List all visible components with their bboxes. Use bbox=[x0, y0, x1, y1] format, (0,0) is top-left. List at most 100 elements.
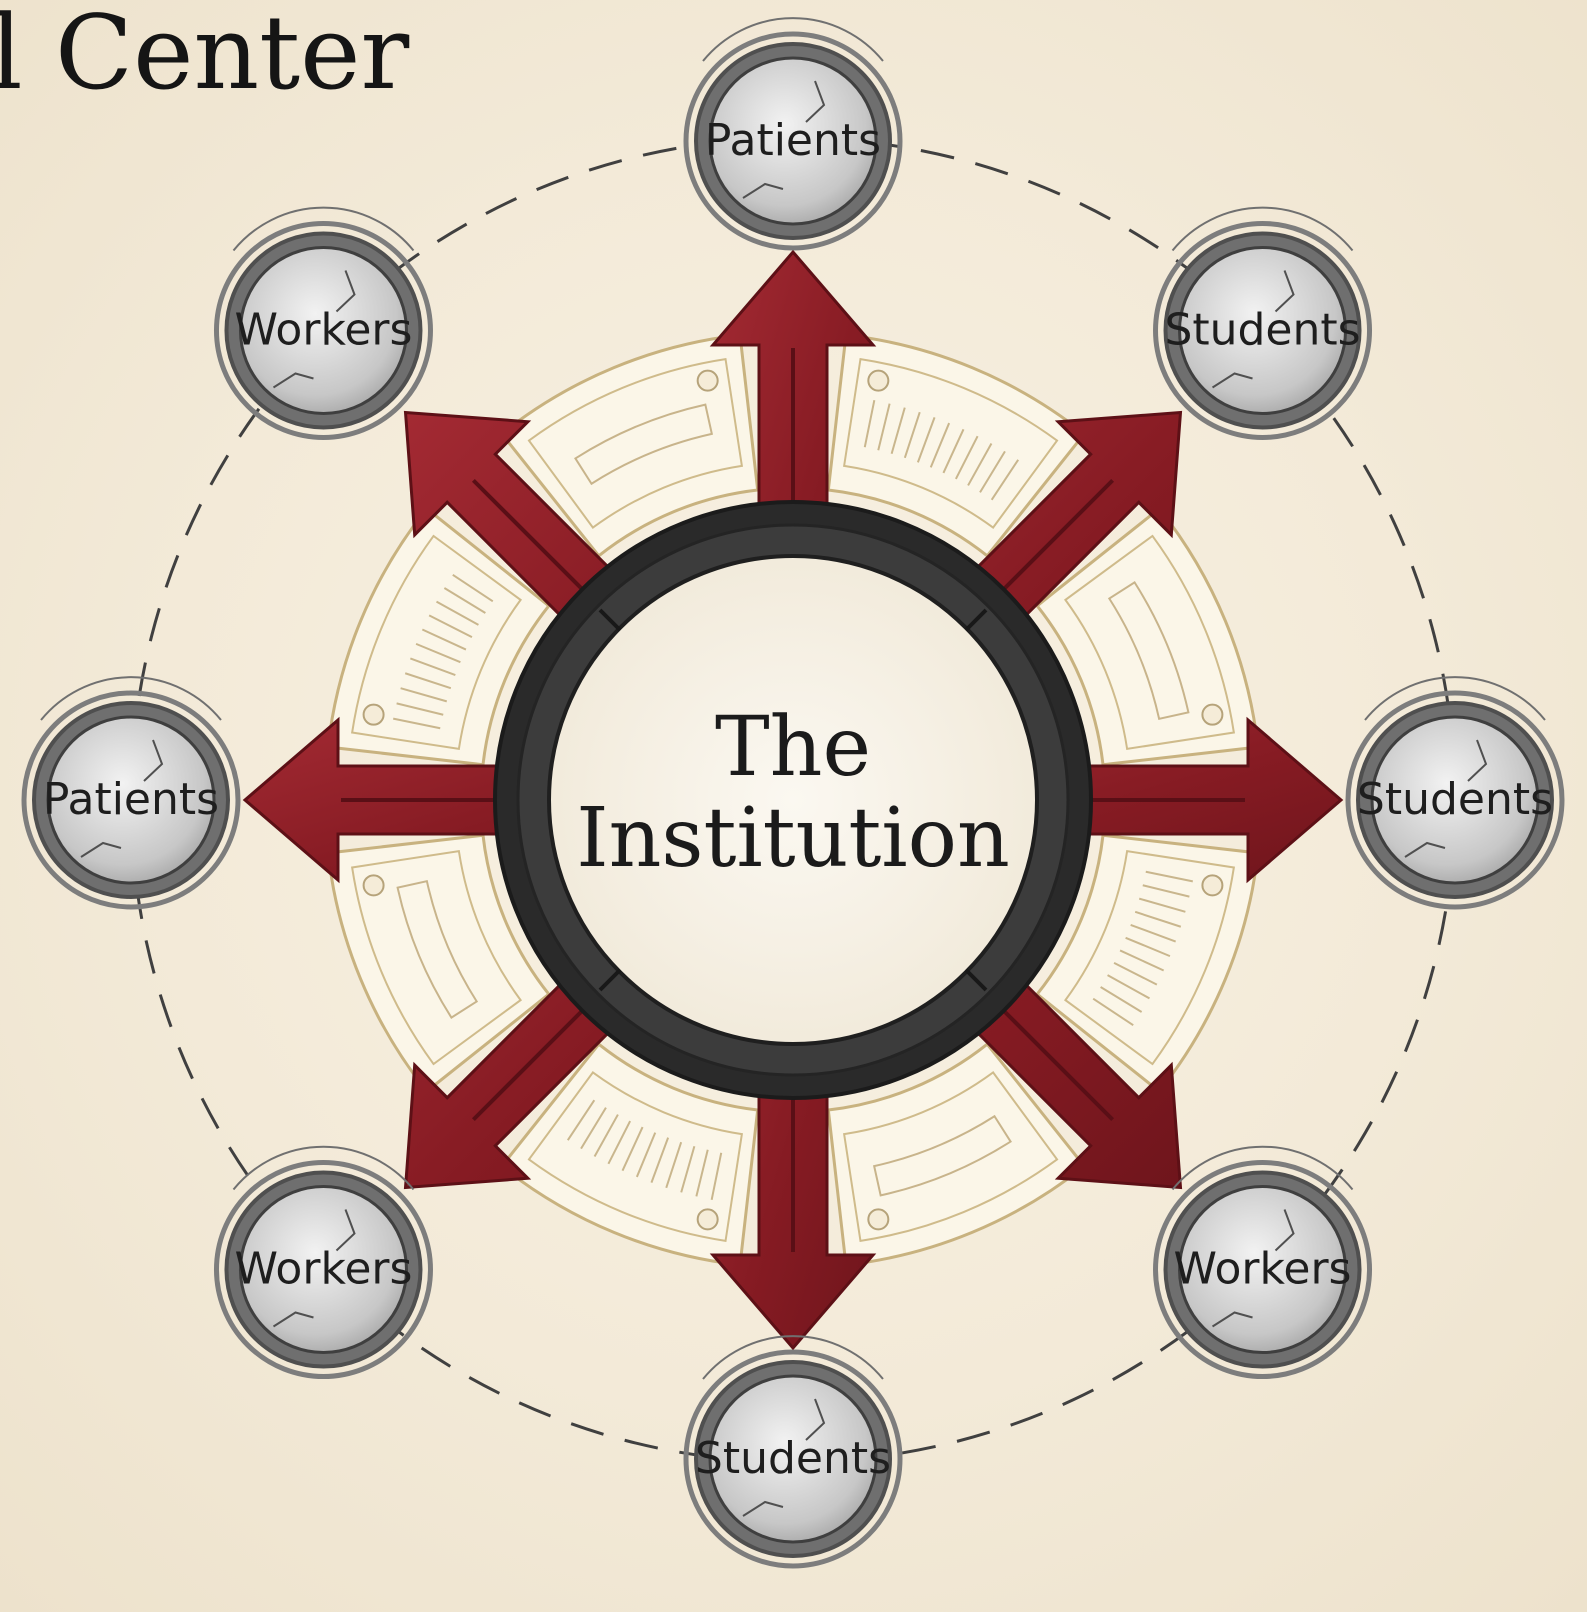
panel-frame-2 bbox=[1107, 581, 1190, 721]
panel-stripe-1-2 bbox=[877, 403, 891, 451]
center-ring-joint-bottom-left bbox=[598, 968, 622, 992]
node-left-label: Patients bbox=[43, 774, 219, 825]
node-right-crack-top bbox=[1467, 739, 1488, 782]
panel-stripe-3-6 bbox=[1125, 936, 1171, 958]
panel-knob-1 bbox=[867, 369, 890, 392]
panel-knob-2 bbox=[1201, 703, 1224, 726]
node-bottom-left-crack-bottom bbox=[272, 1311, 314, 1328]
panel-stripe-3-7 bbox=[1119, 949, 1165, 972]
panel-knob-4 bbox=[867, 1208, 890, 1231]
panel-stripe-3-9 bbox=[1107, 974, 1150, 1000]
panel-stripe-3-2 bbox=[1142, 884, 1190, 898]
panel-stripe-5-10 bbox=[580, 1107, 607, 1150]
node-bottom-left: Workers bbox=[213, 1145, 433, 1380]
node-top-right-halo bbox=[1153, 220, 1373, 440]
node-top-right-core bbox=[1178, 245, 1348, 415]
node-right-halo bbox=[1345, 690, 1565, 910]
node-left-core bbox=[46, 715, 216, 885]
panel-stripe-1-7 bbox=[942, 428, 965, 474]
node-bottom-crack-top bbox=[805, 1398, 826, 1441]
panel-stripe-3-8 bbox=[1113, 961, 1158, 986]
panel-stripe-7-3 bbox=[400, 687, 448, 703]
panel-knob-7 bbox=[362, 703, 385, 726]
panel-stripe-1-9 bbox=[967, 443, 993, 486]
panel-stripe-5-2 bbox=[695, 1149, 709, 1197]
node-right-label: Students bbox=[1357, 774, 1553, 825]
node-bottom-right-label: Workers bbox=[1174, 1244, 1352, 1295]
node-bottom: Students bbox=[683, 1335, 903, 1569]
panel-frame-8 bbox=[574, 403, 714, 486]
node-bottom-left-crack-top bbox=[335, 1209, 356, 1252]
node-top-crack-bottom bbox=[742, 182, 784, 199]
panel-stripe-5-4 bbox=[665, 1141, 683, 1189]
panel-stripe-5-6 bbox=[635, 1132, 657, 1178]
panel-stripe-1-3 bbox=[890, 407, 906, 455]
node-bottom-left-label: Workers bbox=[235, 1244, 413, 1295]
panel-stripe-7-1 bbox=[392, 717, 441, 730]
node-bottom-orbit-arc bbox=[702, 1335, 884, 1380]
node-left: Patients bbox=[21, 676, 241, 910]
node-bottom-left-halo bbox=[213, 1160, 433, 1380]
node-top-right-crack-bottom bbox=[1211, 372, 1253, 389]
panel-stripe-3-10 bbox=[1100, 986, 1143, 1013]
node-top-core bbox=[708, 56, 878, 226]
node-right-crack-bottom bbox=[1404, 841, 1446, 858]
node-left-crack-bottom bbox=[80, 841, 122, 858]
panel-inner-border-3 bbox=[1064, 849, 1236, 1066]
node-bottom-label: Students bbox=[695, 1433, 891, 1484]
panel-inner-border-7 bbox=[350, 534, 522, 751]
panel-stripe-7-5 bbox=[409, 657, 456, 677]
panel-stripe-3-4 bbox=[1134, 910, 1182, 928]
node-right: Students bbox=[1345, 676, 1565, 910]
node-bottom-core bbox=[708, 1374, 878, 1544]
node-top-right: Students bbox=[1153, 206, 1373, 440]
node-top-left-halo bbox=[213, 220, 433, 440]
panel-stripe-1-5 bbox=[916, 416, 936, 463]
panel-inner-border-2 bbox=[1064, 534, 1236, 751]
panel-stripe-1-6 bbox=[929, 422, 951, 468]
page-title: l Center bbox=[0, 0, 409, 113]
center-inner-ring bbox=[547, 554, 1039, 1046]
node-bottom-right-core bbox=[1178, 1185, 1348, 1355]
panel-inner-border-5 bbox=[527, 1071, 744, 1243]
panel-stripe-1-4 bbox=[903, 411, 921, 459]
node-top-left-crack-top bbox=[335, 270, 356, 313]
node-top-halo bbox=[683, 31, 903, 251]
node-left-crack-top bbox=[143, 739, 164, 782]
node-top-left-core bbox=[238, 245, 408, 415]
panel-stripe-3-3 bbox=[1138, 897, 1186, 913]
node-bottom-right-halo bbox=[1153, 1160, 1373, 1380]
panel-stripe-7-4 bbox=[404, 672, 452, 690]
node-top: Patients bbox=[683, 17, 903, 251]
node-bottom-right-crack-top bbox=[1274, 1209, 1295, 1252]
panel-stripe-1-8 bbox=[954, 435, 979, 480]
node-left-orbit-arc bbox=[40, 676, 222, 721]
cream-panels bbox=[326, 333, 1260, 1267]
panel-stripe-7-6 bbox=[415, 642, 461, 664]
panel-stripe-5-3 bbox=[680, 1145, 696, 1193]
panel-stripe-7-7 bbox=[421, 628, 467, 651]
panel-stripe-1-11 bbox=[990, 459, 1020, 501]
node-bottom-right: Workers bbox=[1153, 1145, 1373, 1380]
panel-stripe-5-9 bbox=[593, 1114, 619, 1157]
node-top-crack-top bbox=[805, 80, 826, 123]
panel-stripe-7-8 bbox=[428, 614, 473, 639]
panel-stripe-7-2 bbox=[396, 702, 444, 716]
node-top-left-orbit-arc bbox=[232, 206, 415, 252]
panel-stripe-5-5 bbox=[650, 1137, 670, 1184]
panel-knob-3 bbox=[1201, 874, 1224, 897]
panel-stripe-7-10 bbox=[443, 587, 486, 614]
center-title-line-2: Institution bbox=[576, 791, 1010, 886]
panel-stripe-5-11 bbox=[566, 1099, 596, 1141]
node-bottom-left-core bbox=[238, 1185, 408, 1355]
panel-stripe-5-1 bbox=[710, 1152, 723, 1201]
node-top-left: Workers bbox=[213, 206, 433, 440]
node-top-right-orbit-arc bbox=[1171, 206, 1354, 252]
node-top-left-label: Workers bbox=[235, 304, 413, 355]
node-top-label: Patients bbox=[705, 115, 881, 166]
node-bottom-halo bbox=[683, 1349, 903, 1569]
node-bottom-right-orbit-arc bbox=[1171, 1145, 1354, 1191]
panel-stripe-3-5 bbox=[1130, 923, 1177, 943]
